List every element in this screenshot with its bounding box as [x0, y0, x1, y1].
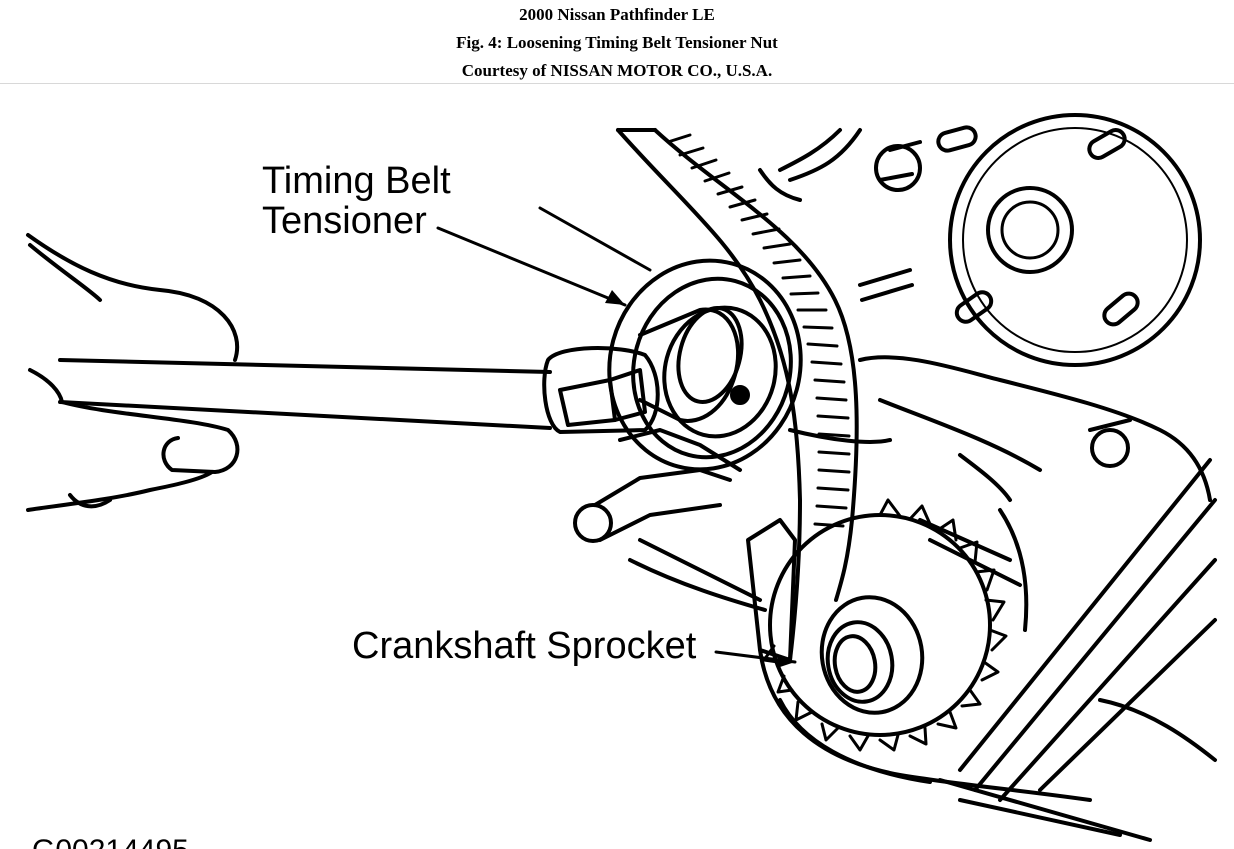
tensioner-leader-line [436, 226, 627, 307]
courtesy-line: Courtesy of NISSAN MOTOR CO., U.S.A. [461, 61, 773, 80]
tensioner-label-line2: Tensioner [262, 200, 427, 242]
crankshaft-leader-arrow [777, 655, 795, 668]
hand [26, 233, 240, 512]
tensioner-bracket [573, 428, 797, 662]
vehicle-title: 2000 Nissan Pathfinder LE [519, 5, 715, 24]
breaker-bar [58, 358, 552, 430]
timing-belt-illustration: Timing Belt Tensioner Crankshaft Sprocke… [26, 113, 1217, 849]
camshaft-pulley [936, 113, 1202, 367]
engine-cover [758, 128, 1212, 632]
tensioner-leader-arrow [605, 290, 625, 305]
crankshaft-label: Crankshaft Sprocket [352, 625, 697, 667]
crankshaft-sprocket [762, 498, 1022, 752]
tensioner-label-line1: Timing Belt [262, 160, 451, 202]
socket-wrench [542, 305, 744, 434]
figure-header: 2000 Nissan Pathfinder LE Fig. 4: Loosen… [0, 0, 1234, 84]
figure-caption: Fig. 4: Loosening Timing Belt Tensioner … [456, 33, 778, 52]
tensioner-pulley [607, 258, 803, 472]
tensioner-leader-line-2 [538, 206, 652, 272]
lower-belt-guide [758, 458, 1217, 842]
figure-code: G00214495 [32, 834, 189, 849]
